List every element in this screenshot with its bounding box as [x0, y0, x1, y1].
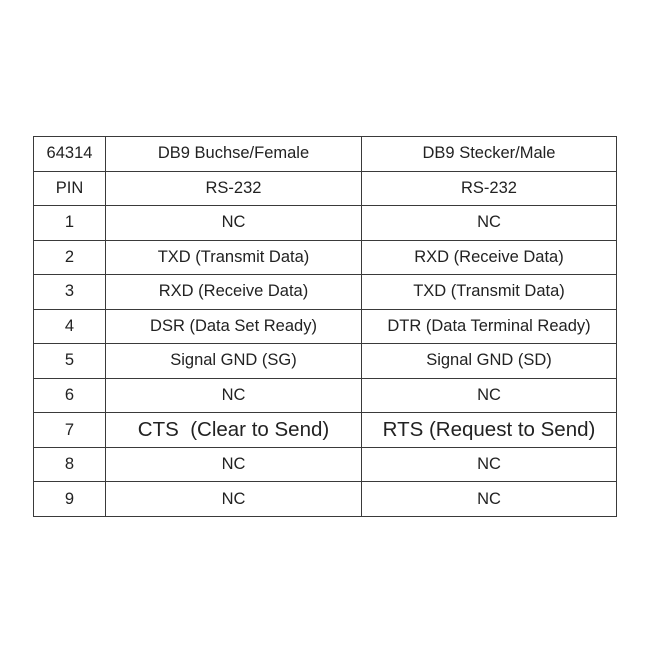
table-row: 2 TXD (Transmit Data) RXD (Receive Data): [33, 239, 617, 276]
pin-cell: 9: [33, 481, 106, 517]
male-signal-cell: DTR (Data Terminal Ready): [361, 308, 617, 345]
header-row: 64314 DB9 Buchse/Female DB9 Stecker/Male: [33, 136, 617, 172]
pin-header-cell: PIN: [33, 170, 106, 207]
male-standard-cell: RS-232: [361, 170, 617, 207]
pin-cell: 8: [33, 446, 106, 483]
table-row: 1 NC NC: [33, 205, 617, 241]
female-signal-cell: RXD (Receive Data): [105, 274, 362, 310]
pin-cell: 6: [33, 377, 106, 414]
female-signal-cell: TXD (Transmit Data): [105, 239, 362, 276]
male-signal-cell: NC: [361, 377, 617, 414]
table-row: 9 NC NC: [33, 481, 617, 517]
female-signal-cell: NC: [105, 205, 362, 241]
female-signal-cell: NC: [105, 481, 362, 517]
male-signal-cell: Signal GND (SD): [361, 343, 617, 379]
pin-cell: 7: [33, 412, 106, 448]
male-signal-cell: RXD (Receive Data): [361, 239, 617, 276]
male-signal-cell: NC: [361, 205, 617, 241]
male-signal-cell: TXD (Transmit Data): [361, 274, 617, 310]
male-signal-cell: NC: [361, 446, 617, 483]
pin-cell: 4: [33, 308, 106, 345]
male-header-cell: DB9 Stecker/Male: [361, 136, 617, 172]
table-row: 7 CTS (Clear to Send) RTS (Request to Se…: [33, 412, 617, 448]
female-signal-cell: Signal GND (SG): [105, 343, 362, 379]
pinout-table: 64314 DB9 Buchse/Female DB9 Stecker/Male…: [33, 136, 617, 517]
female-signal-cell: CTS (Clear to Send): [105, 412, 362, 448]
table-row: 3 RXD (Receive Data) TXD (Transmit Data): [33, 274, 617, 310]
pin-cell: 1: [33, 205, 106, 241]
table-row: 4 DSR (Data Set Ready) DTR (Data Termina…: [33, 308, 617, 345]
male-signal-cell: RTS (Request to Send): [361, 412, 617, 448]
female-signal-cell: NC: [105, 377, 362, 414]
table-row: 8 NC NC: [33, 446, 617, 483]
part-number-cell: 64314: [33, 136, 106, 172]
table-row: 6 NC NC: [33, 377, 617, 414]
pin-cell: 2: [33, 239, 106, 276]
female-header-cell: DB9 Buchse/Female: [105, 136, 362, 172]
subheader-row: PIN RS-232 RS-232: [33, 170, 617, 207]
male-signal-cell: NC: [361, 481, 617, 517]
pin-cell: 5: [33, 343, 106, 379]
female-signal-cell: NC: [105, 446, 362, 483]
pin-cell: 3: [33, 274, 106, 310]
table-row: 5 Signal GND (SG) Signal GND (SD): [33, 343, 617, 379]
female-standard-cell: RS-232: [105, 170, 362, 207]
female-signal-cell: DSR (Data Set Ready): [105, 308, 362, 345]
